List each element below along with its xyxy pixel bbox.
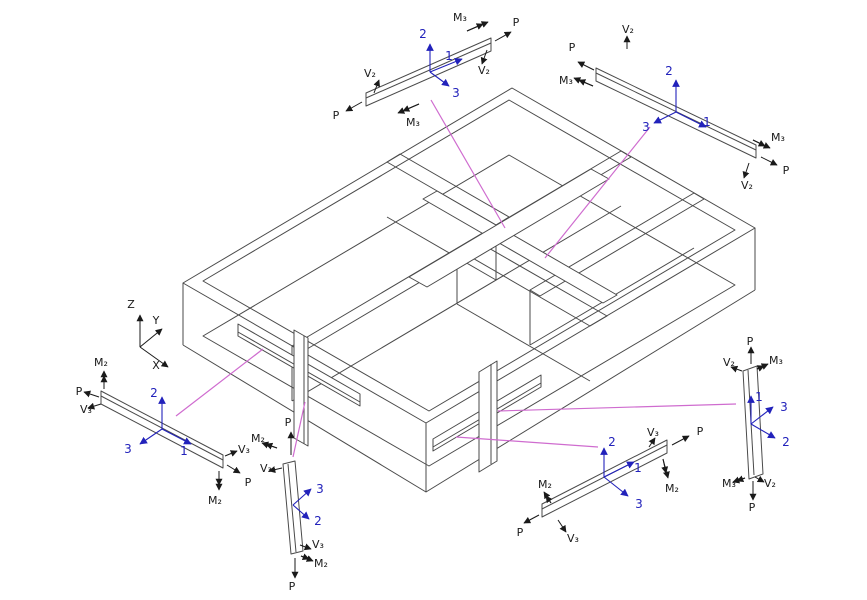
detail-top-left-spandrel: M₃ P 2 1 V₂ V₂ 3 P M₃ bbox=[333, 11, 520, 129]
force-arrows bbox=[345, 21, 512, 114]
m3-label: M₃ bbox=[453, 11, 467, 24]
p-label: P bbox=[76, 385, 83, 398]
force-arrows bbox=[730, 346, 769, 501]
connector-right bbox=[497, 403, 737, 412]
v3-label: V₃ bbox=[238, 443, 250, 456]
y-axis-label: Y bbox=[152, 314, 160, 327]
detail-bottom-left-pier: M₂ P V₃ 3 2 V₃ M₂ P bbox=[251, 416, 328, 593]
strip-plate bbox=[365, 37, 492, 107]
connector-top-left bbox=[430, 99, 506, 229]
force-arrows bbox=[83, 370, 241, 491]
p-label: P bbox=[289, 580, 296, 593]
top-strip-u bbox=[422, 190, 618, 304]
v2-label: V₂ bbox=[364, 67, 376, 80]
p-label: P bbox=[749, 501, 756, 514]
z-axis-label: Z bbox=[127, 298, 135, 311]
axis-2-label: 2 bbox=[665, 64, 673, 78]
x-axis-arrow bbox=[139, 346, 169, 368]
p-label: P bbox=[783, 164, 790, 177]
p-label: P bbox=[517, 526, 524, 539]
axis-3-label: 3 bbox=[642, 120, 650, 134]
v3-label: V₃ bbox=[260, 462, 272, 475]
local-axis-arrows bbox=[653, 79, 707, 128]
detail-left-spandrel: M₂ P V₃ 2 3 1 V₃ P M₂ bbox=[76, 356, 252, 507]
axis-2-label: 2 bbox=[782, 435, 790, 449]
axis-1-label: 1 bbox=[445, 49, 453, 63]
axis-2-label: 2 bbox=[608, 435, 616, 449]
connector-bottom-middle bbox=[455, 436, 599, 448]
m2-label: M₂ bbox=[538, 478, 552, 491]
strip-plate bbox=[595, 67, 757, 159]
axis-1-label: 1 bbox=[703, 115, 711, 129]
axis-1-label: 1 bbox=[180, 444, 188, 458]
axis-3-label: 3 bbox=[124, 442, 132, 456]
y-axis-arrow bbox=[139, 328, 163, 348]
v2-label: V₂ bbox=[723, 356, 735, 369]
v2-label: V₂ bbox=[622, 23, 634, 36]
v3-label: V₃ bbox=[647, 426, 659, 439]
m3-label: M₃ bbox=[771, 131, 785, 144]
detail-right-pier: P V₂ M₃ 1 3 2 M₃ V₂ P bbox=[722, 335, 790, 514]
m3-label: M₃ bbox=[769, 354, 783, 367]
axis-2-label: 2 bbox=[314, 514, 322, 528]
axis-1-label: 1 bbox=[634, 461, 642, 475]
main-structure bbox=[182, 87, 756, 493]
p-label: P bbox=[697, 425, 704, 438]
axis-3-label: 3 bbox=[316, 482, 324, 496]
v2-label: V₂ bbox=[764, 477, 776, 490]
p-label: P bbox=[245, 476, 252, 489]
front-left-pier-strip bbox=[293, 329, 309, 447]
p-label: P bbox=[333, 109, 340, 122]
axis-1-label: 1 bbox=[755, 390, 763, 404]
local-axis-arrows bbox=[747, 395, 776, 439]
m3-label: M₃ bbox=[559, 74, 573, 87]
front-right-pier-strip bbox=[478, 360, 498, 473]
global-axes-triad: Z Y X bbox=[127, 298, 169, 372]
strip-plate bbox=[282, 460, 304, 555]
connector-top-right bbox=[544, 126, 651, 259]
section-cut-strips bbox=[237, 168, 618, 473]
bottom-front-edges bbox=[182, 289, 756, 493]
v3-label: V₃ bbox=[567, 532, 579, 545]
local-axis-arrows bbox=[139, 396, 192, 445]
p-label: P bbox=[513, 16, 520, 29]
interior-floor bbox=[202, 154, 736, 467]
m2-label: M₂ bbox=[94, 356, 108, 369]
connector-lines bbox=[175, 99, 737, 458]
connector-left bbox=[175, 348, 264, 417]
p-label: P bbox=[285, 416, 292, 429]
axis-3-label: 3 bbox=[780, 400, 788, 414]
strip-plate bbox=[541, 439, 668, 518]
m3-label: M₃ bbox=[406, 116, 420, 129]
force-arrows bbox=[573, 35, 778, 179]
v2-label: V₂ bbox=[741, 179, 753, 192]
m2-label: M₂ bbox=[251, 432, 265, 445]
p-label: P bbox=[569, 41, 576, 54]
axis-3-label: 3 bbox=[452, 86, 460, 100]
force-arrows bbox=[261, 431, 314, 579]
m2-label: M₂ bbox=[665, 482, 679, 495]
v3-label: V₃ bbox=[312, 538, 324, 551]
inner-wall-top-rim bbox=[202, 99, 736, 412]
m2-label: M₂ bbox=[208, 494, 222, 507]
connector-bottom-left bbox=[292, 401, 306, 458]
m3-label: M₃ bbox=[722, 477, 736, 490]
local-axis-arrows bbox=[600, 447, 635, 497]
detail-bottom-middle-spandrel: 2 V₃ P 1 M₂ 3 M₂ P V₃ bbox=[517, 425, 704, 545]
v2-label: V₂ bbox=[478, 64, 490, 77]
axis-2-label: 2 bbox=[150, 386, 158, 400]
local-axis-arrows bbox=[292, 488, 312, 520]
x-axis-label: X bbox=[152, 359, 160, 372]
axis-3-label: 3 bbox=[635, 497, 643, 511]
top-strip-v bbox=[408, 168, 610, 288]
local-axis-arrows bbox=[426, 43, 463, 87]
m2-label: M₂ bbox=[314, 557, 328, 570]
force-arrows bbox=[523, 435, 690, 533]
axis-2-label: 2 bbox=[419, 27, 427, 41]
p-label: P bbox=[747, 335, 754, 348]
v3-label: V₃ bbox=[80, 403, 92, 416]
detail-top-right-spandrel: V₂ P M₃ 2 3 1 M₃ P V₂ bbox=[559, 23, 790, 192]
